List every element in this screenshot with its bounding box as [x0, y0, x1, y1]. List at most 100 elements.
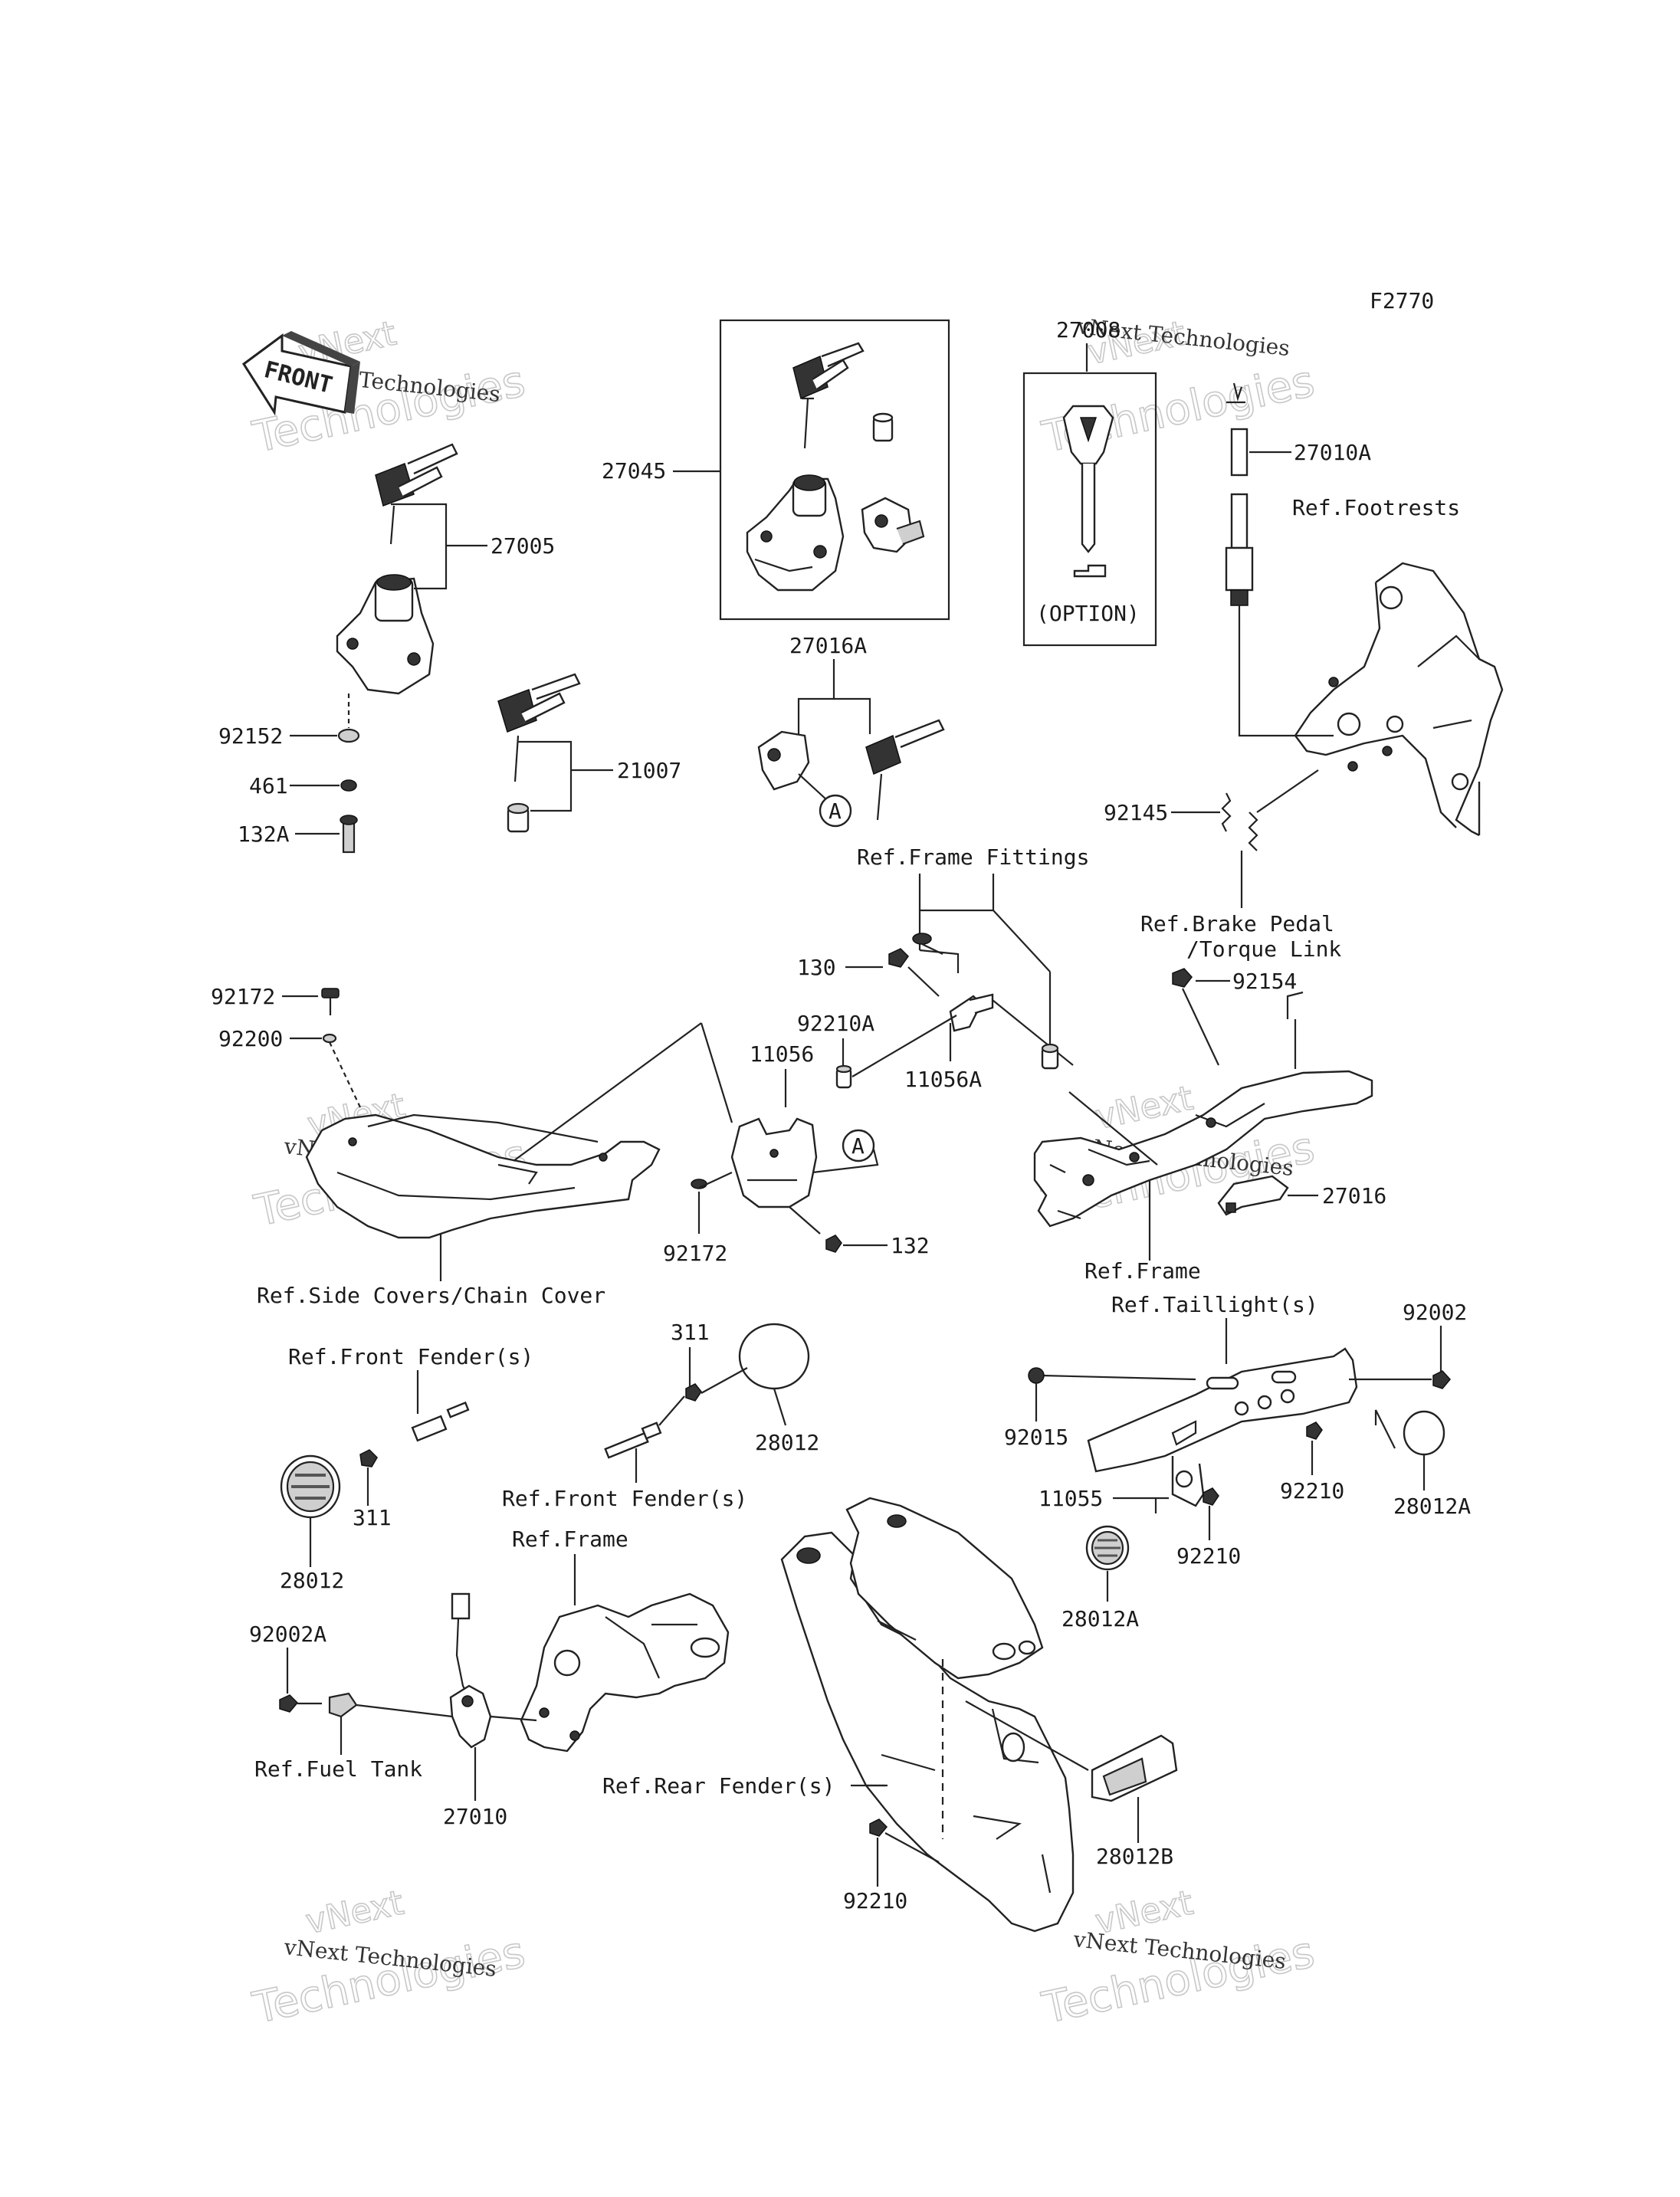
option-label: (OPTION)	[1036, 601, 1140, 626]
key-pair-in-box	[792, 342, 865, 449]
ref-front-fender-1-label: Ref.Front Fender(s)	[288, 1344, 533, 1369]
spring-92145	[1221, 769, 1319, 851]
brake-switch-27010A	[1225, 382, 1254, 617]
nut-92210-bottom	[869, 1818, 888, 1837]
bolt-132	[825, 1235, 842, 1253]
stud-front-fender-mid	[604, 1421, 662, 1459]
rear-fender	[780, 1497, 1075, 1933]
screw-92002	[1432, 1370, 1451, 1389]
part-92172-top-label: 92172	[211, 984, 275, 1009]
option-key-box	[1022, 372, 1157, 647]
part-28012B-label: 28012B	[1096, 1844, 1173, 1869]
nut-311-top	[685, 1383, 702, 1402]
nut-311-left	[359, 1449, 378, 1467]
seat-lock-27016	[1217, 1175, 1289, 1216]
reflector-28012-top	[738, 1323, 810, 1390]
footrest-bracket	[1294, 562, 1504, 837]
collar-92210A	[835, 1064, 852, 1089]
frame-mount-bracket	[520, 1592, 730, 1753]
nut-92210-right	[1306, 1421, 1323, 1440]
part-92015-label: 92015	[1004, 1425, 1068, 1450]
key-pair-27005	[375, 443, 458, 545]
svg-text:A: A	[829, 798, 842, 824]
nut-92210-mid	[1203, 1487, 1219, 1506]
key-27016A	[865, 719, 945, 821]
front-direction-arrow: FRONT	[241, 331, 360, 416]
blank-key-27008	[1062, 405, 1114, 578]
part-27016-label: 27016	[1322, 1183, 1386, 1208]
part-11056A-label: 11056A	[904, 1067, 982, 1092]
part-27008-label: 27008	[1056, 317, 1121, 343]
part-27010A-label: 27010A	[1294, 440, 1371, 465]
part-92152-label: 92152	[218, 723, 283, 749]
ref-frame-1-label: Ref.Frame	[1084, 1258, 1201, 1284]
part-28012A-right-label: 28012A	[1393, 1494, 1471, 1519]
reference-circle-a-top	[819, 794, 852, 828]
reflector-28012-left	[280, 1454, 341, 1519]
ref-front-fender-2-label: Ref.Front Fender(s)	[502, 1486, 747, 1511]
part-27045-label: 27045	[602, 458, 666, 484]
reflector-28012A-mid	[1085, 1525, 1130, 1571]
part-27016A-label: 27016A	[789, 633, 867, 658]
reflector-28012A-right	[1403, 1410, 1445, 1456]
rear-frame	[1033, 991, 1373, 1228]
bracket-11056	[730, 1117, 818, 1208]
part-132A-label: 132A	[238, 821, 290, 847]
svg-text:A: A	[851, 1133, 865, 1159]
part-92210-bottom-label: 92210	[843, 1888, 907, 1913]
torque-link-label: /Torque Link	[1186, 936, 1341, 962]
screw-92172-top	[321, 988, 340, 1015]
part-92210-mid-label: 92210	[1176, 1543, 1241, 1569]
side-cover	[305, 1113, 661, 1239]
bracket-fuel-tank-clip	[328, 1692, 358, 1718]
part-92210A-label: 92210A	[797, 1011, 874, 1036]
part-461-label: 461	[249, 773, 288, 798]
ignition-switch-27005	[336, 574, 435, 695]
part-11056-label: 11056	[750, 1041, 814, 1067]
part-92154-label: 92154	[1232, 969, 1297, 994]
small-cylinder-in-box	[872, 412, 894, 442]
ref-frame-2-label: Ref.Frame	[512, 1526, 628, 1552]
part-28012-top-label: 28012	[755, 1430, 819, 1455]
part-132-label: 132	[891, 1233, 930, 1258]
bolt-92154	[1172, 968, 1193, 988]
reflector-28012B	[1091, 1734, 1178, 1802]
part-11055-label: 11055	[1039, 1486, 1103, 1511]
reference-circle-a-mid	[842, 1129, 875, 1162]
ref-footrests-label: Ref.Footrests	[1292, 495, 1460, 520]
stud-front-fender-left	[411, 1401, 470, 1442]
part-21007-label: 21007	[617, 758, 681, 783]
seat-lock-in-box	[861, 497, 925, 553]
ref-taillights-label: Ref.Taillight(s)	[1111, 1292, 1318, 1317]
ignition-key-set-box	[719, 319, 950, 621]
washer-92152	[337, 728, 360, 743]
ref-brake-pedal-label: Ref.Brake Pedal	[1140, 911, 1334, 936]
part-28012-left-label: 28012	[280, 1568, 344, 1593]
screw-92002A	[279, 1694, 322, 1713]
nut-461	[340, 779, 357, 792]
part-92145-label: 92145	[1104, 800, 1168, 825]
ref-fuel-tank-label: Ref.Fuel Tank	[254, 1756, 422, 1782]
ref-rear-fender-label: Ref.Rear Fender(s)	[602, 1773, 835, 1799]
part-130-label: 130	[797, 955, 836, 980]
part-92210-right-label: 92210	[1280, 1478, 1344, 1503]
taillight-bracket-11055	[1087, 1347, 1358, 1507]
part-311-top-label: 311	[671, 1320, 710, 1345]
seat-lock-27016A	[757, 730, 810, 791]
bracket-11056A	[949, 993, 994, 1032]
washer-92200	[322, 1033, 337, 1044]
ref-frame-fittings-label: Ref.Frame Fittings	[857, 844, 1089, 870]
switch-bracket-27010	[449, 1592, 492, 1749]
nut-92015	[1028, 1367, 1045, 1384]
part-28012A-mid-label: 28012A	[1061, 1606, 1139, 1631]
part-92172-bottom-label: 92172	[663, 1241, 727, 1266]
part-92200-label: 92200	[218, 1026, 283, 1051]
bolt-130	[888, 948, 909, 968]
part-27005-label: 27005	[491, 533, 555, 559]
part-92002A-label: 92002A	[249, 1622, 326, 1647]
ignition-switch-in-box	[746, 474, 845, 592]
part-311-left-label: 311	[353, 1505, 392, 1530]
part-27010-label: 27010	[443, 1804, 507, 1829]
collar-frame-fitting	[1041, 1043, 1059, 1070]
